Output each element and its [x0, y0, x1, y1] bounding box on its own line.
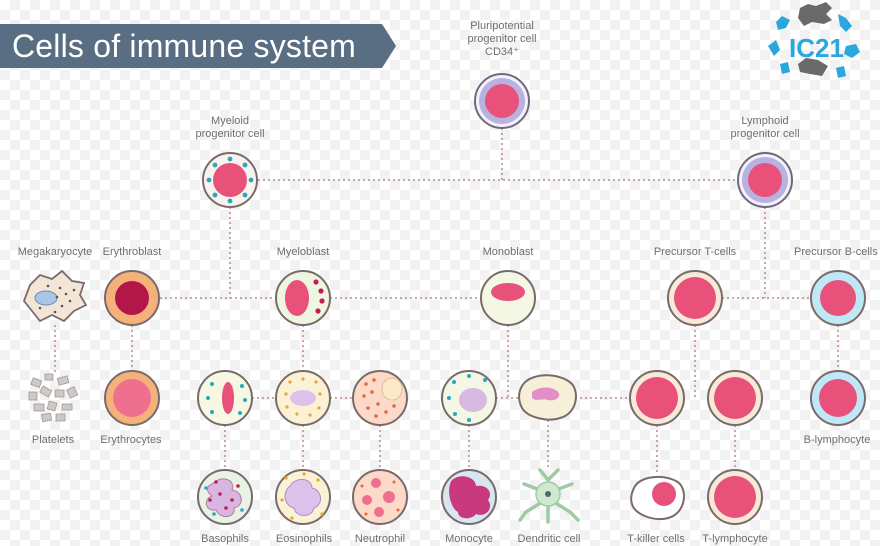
eosinophil-cell: [275, 469, 331, 525]
precursor-b-cell: [810, 270, 866, 326]
label-pluripotential: Pluripotential progenitor cell CD34⁺: [467, 20, 536, 59]
label-monocyte: Monocyte: [445, 533, 493, 545]
label-lymphoid: Lymphoid progenitor cell: [730, 115, 799, 141]
neutrophil-precursor-cell: [352, 370, 408, 426]
megakaryocyte-cell: [22, 269, 88, 323]
label-myeloid-line1: Myeloid: [211, 115, 249, 127]
label-erythrocytes: Erythrocytes: [100, 434, 162, 446]
label-pluripotential-line3: CD34⁺: [485, 46, 519, 58]
platelets-cell: [28, 373, 79, 423]
title-banner: [0, 24, 396, 68]
label-pluripotential-line2: progenitor cell: [467, 33, 537, 45]
label-precursor-t: Precursor T-cells: [653, 246, 737, 258]
label-precursor-b: Precursor B-cells: [794, 246, 878, 258]
erythroblast-cell: [104, 270, 160, 326]
label-t-killer: T-killer cells: [627, 533, 685, 545]
eosinophil-precursor-cell: [275, 370, 331, 426]
pluripotential-cell: [474, 73, 530, 129]
basophil-precursor-cell: [197, 370, 253, 426]
label-eosinophils: Eosinophils: [275, 533, 333, 545]
monocyte-cell: [441, 469, 497, 525]
basophil-cell: [197, 469, 253, 525]
t-killer-precursor-cell: [629, 370, 685, 426]
erythrocyte-cell: [104, 370, 160, 426]
logo-text: IC21: [789, 33, 844, 63]
label-erythroblast: Erythroblast: [102, 246, 162, 258]
label-myeloid-line2: progenitor cell: [195, 128, 265, 140]
label-megakaryocyte: Megakaryocyte: [17, 246, 93, 258]
label-dendritic: Dendritic cell: [517, 533, 581, 545]
label-b-lymphocyte: B-lymphocyte: [803, 434, 871, 446]
label-lymphoid-line1: Lymphoid: [741, 115, 789, 127]
label-platelets: Platelets: [31, 434, 75, 446]
label-neutrophil: Neutrophil: [354, 533, 406, 545]
label-t-lymphocyte: T-lymphocyte: [702, 533, 768, 545]
label-pluripotential-line1: Pluripotential: [470, 20, 534, 32]
myeloid-progenitor-cell: [202, 152, 258, 208]
label-myeloblast: Myeloblast: [276, 246, 330, 258]
label-myeloid: Myeloid progenitor cell: [195, 115, 264, 141]
label-basophils: Basophils: [201, 533, 249, 545]
label-monoblast: Monoblast: [482, 246, 534, 258]
lineage-connectors: [54, 128, 839, 472]
dendritic-precursor-cell: [518, 374, 577, 421]
t-lymphocyte-cell: [707, 469, 763, 525]
t-killer-cell: [630, 476, 685, 520]
monocyte-precursor-cell: [441, 370, 497, 426]
lymphoid-progenitor-cell: [737, 152, 793, 208]
page-title: Cells of immune system: [12, 28, 357, 64]
ic21-logo-icon: IC21: [768, 2, 860, 78]
t-lymphocyte-precursor-cell: [707, 370, 763, 426]
neutrophil-cell: [352, 469, 408, 525]
label-lymphoid-line2: progenitor cell: [730, 128, 800, 140]
monoblast-cell: [480, 270, 536, 326]
precursor-t-cell: [667, 270, 723, 326]
b-lymphocyte-cell: [810, 370, 866, 426]
dendritic-cell: [518, 468, 580, 524]
myeloblast-cell: [275, 270, 331, 326]
